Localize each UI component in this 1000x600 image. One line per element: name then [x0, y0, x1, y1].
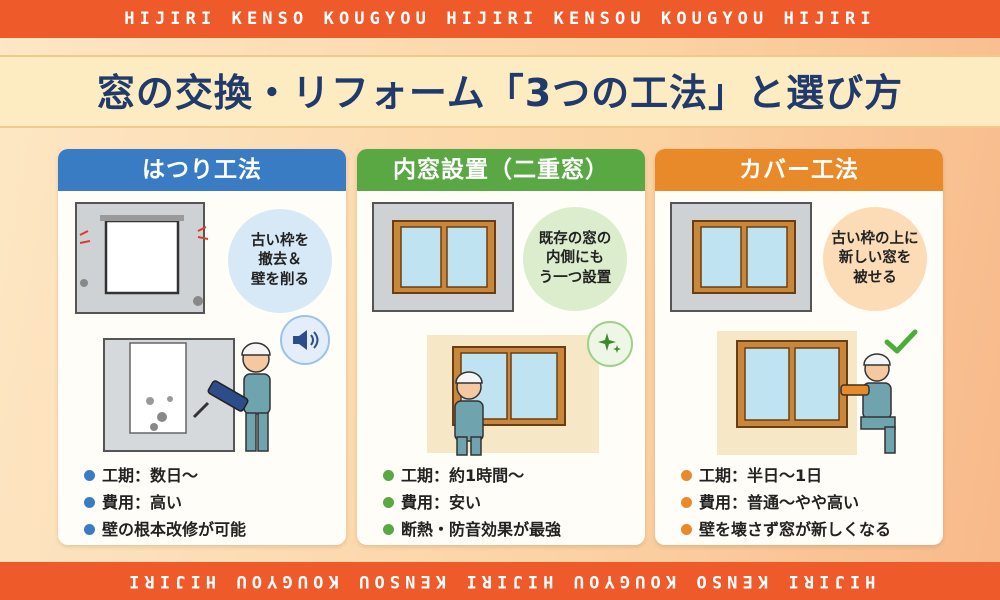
speaker-icon: [280, 315, 330, 365]
list-item: 工期：数日〜: [84, 462, 339, 489]
card-cover: カバー工法 古い枠の上に 新しい窓を 被せる 工期：半日〜1日 費用：普通〜やや…: [655, 149, 943, 545]
hatsuri-illustration: [58, 191, 346, 545]
bullet-dot: [383, 524, 394, 535]
checkmark-icon: [883, 327, 919, 357]
spec-list: 工期：約1時間〜 費用：安い 断熱・防音効果が最強: [383, 462, 638, 543]
feature: 壁の根本改修が可能: [102, 520, 247, 539]
speech-bubble: 古い枠を 撤去＆ 壁を削る: [228, 209, 332, 313]
list-item: 費用：普通〜やや高い: [681, 489, 936, 516]
bullet-dot: [681, 524, 692, 535]
card-inner-window: 内窓設置（二重窓） 既存の窓の 内側にも う一つ設置 工期：約1時間〜 費用：安…: [357, 149, 645, 545]
speech-bubble: 既存の窓の 内側にも う一つ設置: [523, 207, 627, 311]
bullet-dot: [383, 497, 394, 508]
bottom-brand-text: HIJIRI KENSO KOUGYOU HIJIRI KENSOU KOUGY…: [124, 571, 876, 591]
bullet-dot: [681, 497, 692, 508]
list-item: 費用：安い: [383, 489, 638, 516]
list-item: 断熱・防音効果が最強: [383, 516, 638, 543]
bullet-dot: [84, 524, 95, 535]
page-title: 窓の交換・リフォーム「3つの工法」と選び方: [96, 71, 904, 115]
bullet-dot: [681, 470, 692, 481]
list-item: 工期：半日〜1日: [681, 462, 936, 489]
construction-period: 工期：半日〜1日: [699, 466, 823, 485]
list-item: 壁を壊さず窓が新しくなる: [681, 516, 936, 543]
construction-period: 工期：数日〜: [102, 466, 199, 485]
top-brand-text: HIJIRI KENSO KOUGYOU HIJIRI KENSOU KOUGY…: [124, 9, 876, 29]
bullet-dot: [84, 470, 95, 481]
card-heading: 内窓設置（二重窓）: [357, 149, 645, 191]
top-brand-stripe: HIJIRI KENSO KOUGYOU HIJIRI KENSOU KOUGY…: [0, 0, 1000, 38]
cover-illustration: [655, 191, 943, 545]
title-bar: 窓の交換・リフォーム「3つの工法」と選び方: [0, 55, 1000, 128]
bullet-dot: [383, 470, 394, 481]
spec-list: 工期：数日〜 費用：高い 壁の根本改修が可能: [84, 462, 339, 543]
construction-period: 工期：約1時間〜: [401, 466, 525, 485]
list-item: 工期：約1時間〜: [383, 462, 638, 489]
list-item: 費用：高い: [84, 489, 339, 516]
cost: 費用：普通〜やや高い: [699, 493, 860, 512]
cost: 費用：高い: [102, 493, 183, 512]
list-item: 壁の根本改修が可能: [84, 516, 339, 543]
speech-bubble: 古い枠の上に 新しい窓を 被せる: [823, 207, 927, 311]
feature: 壁を壊さず窓が新しくなる: [699, 520, 892, 539]
feature: 断熱・防音効果が最強: [401, 520, 562, 539]
card-heading: カバー工法: [655, 149, 943, 191]
bullet-dot: [84, 497, 95, 508]
inner-window-illustration: [357, 191, 645, 545]
card-hatsuri: はつり工法 古い枠を 撤去＆ 壁を削る 工期：数日〜: [58, 149, 346, 545]
sparkle-icon: [587, 321, 633, 367]
spec-list: 工期：半日〜1日 費用：普通〜やや高い 壁を壊さず窓が新しくなる: [681, 462, 936, 543]
cost: 費用：安い: [401, 493, 482, 512]
bottom-brand-stripe: HIJIRI KENSO KOUGYOU HIJIRI KENSOU KOUGY…: [0, 562, 1000, 600]
card-heading: はつり工法: [58, 149, 346, 191]
